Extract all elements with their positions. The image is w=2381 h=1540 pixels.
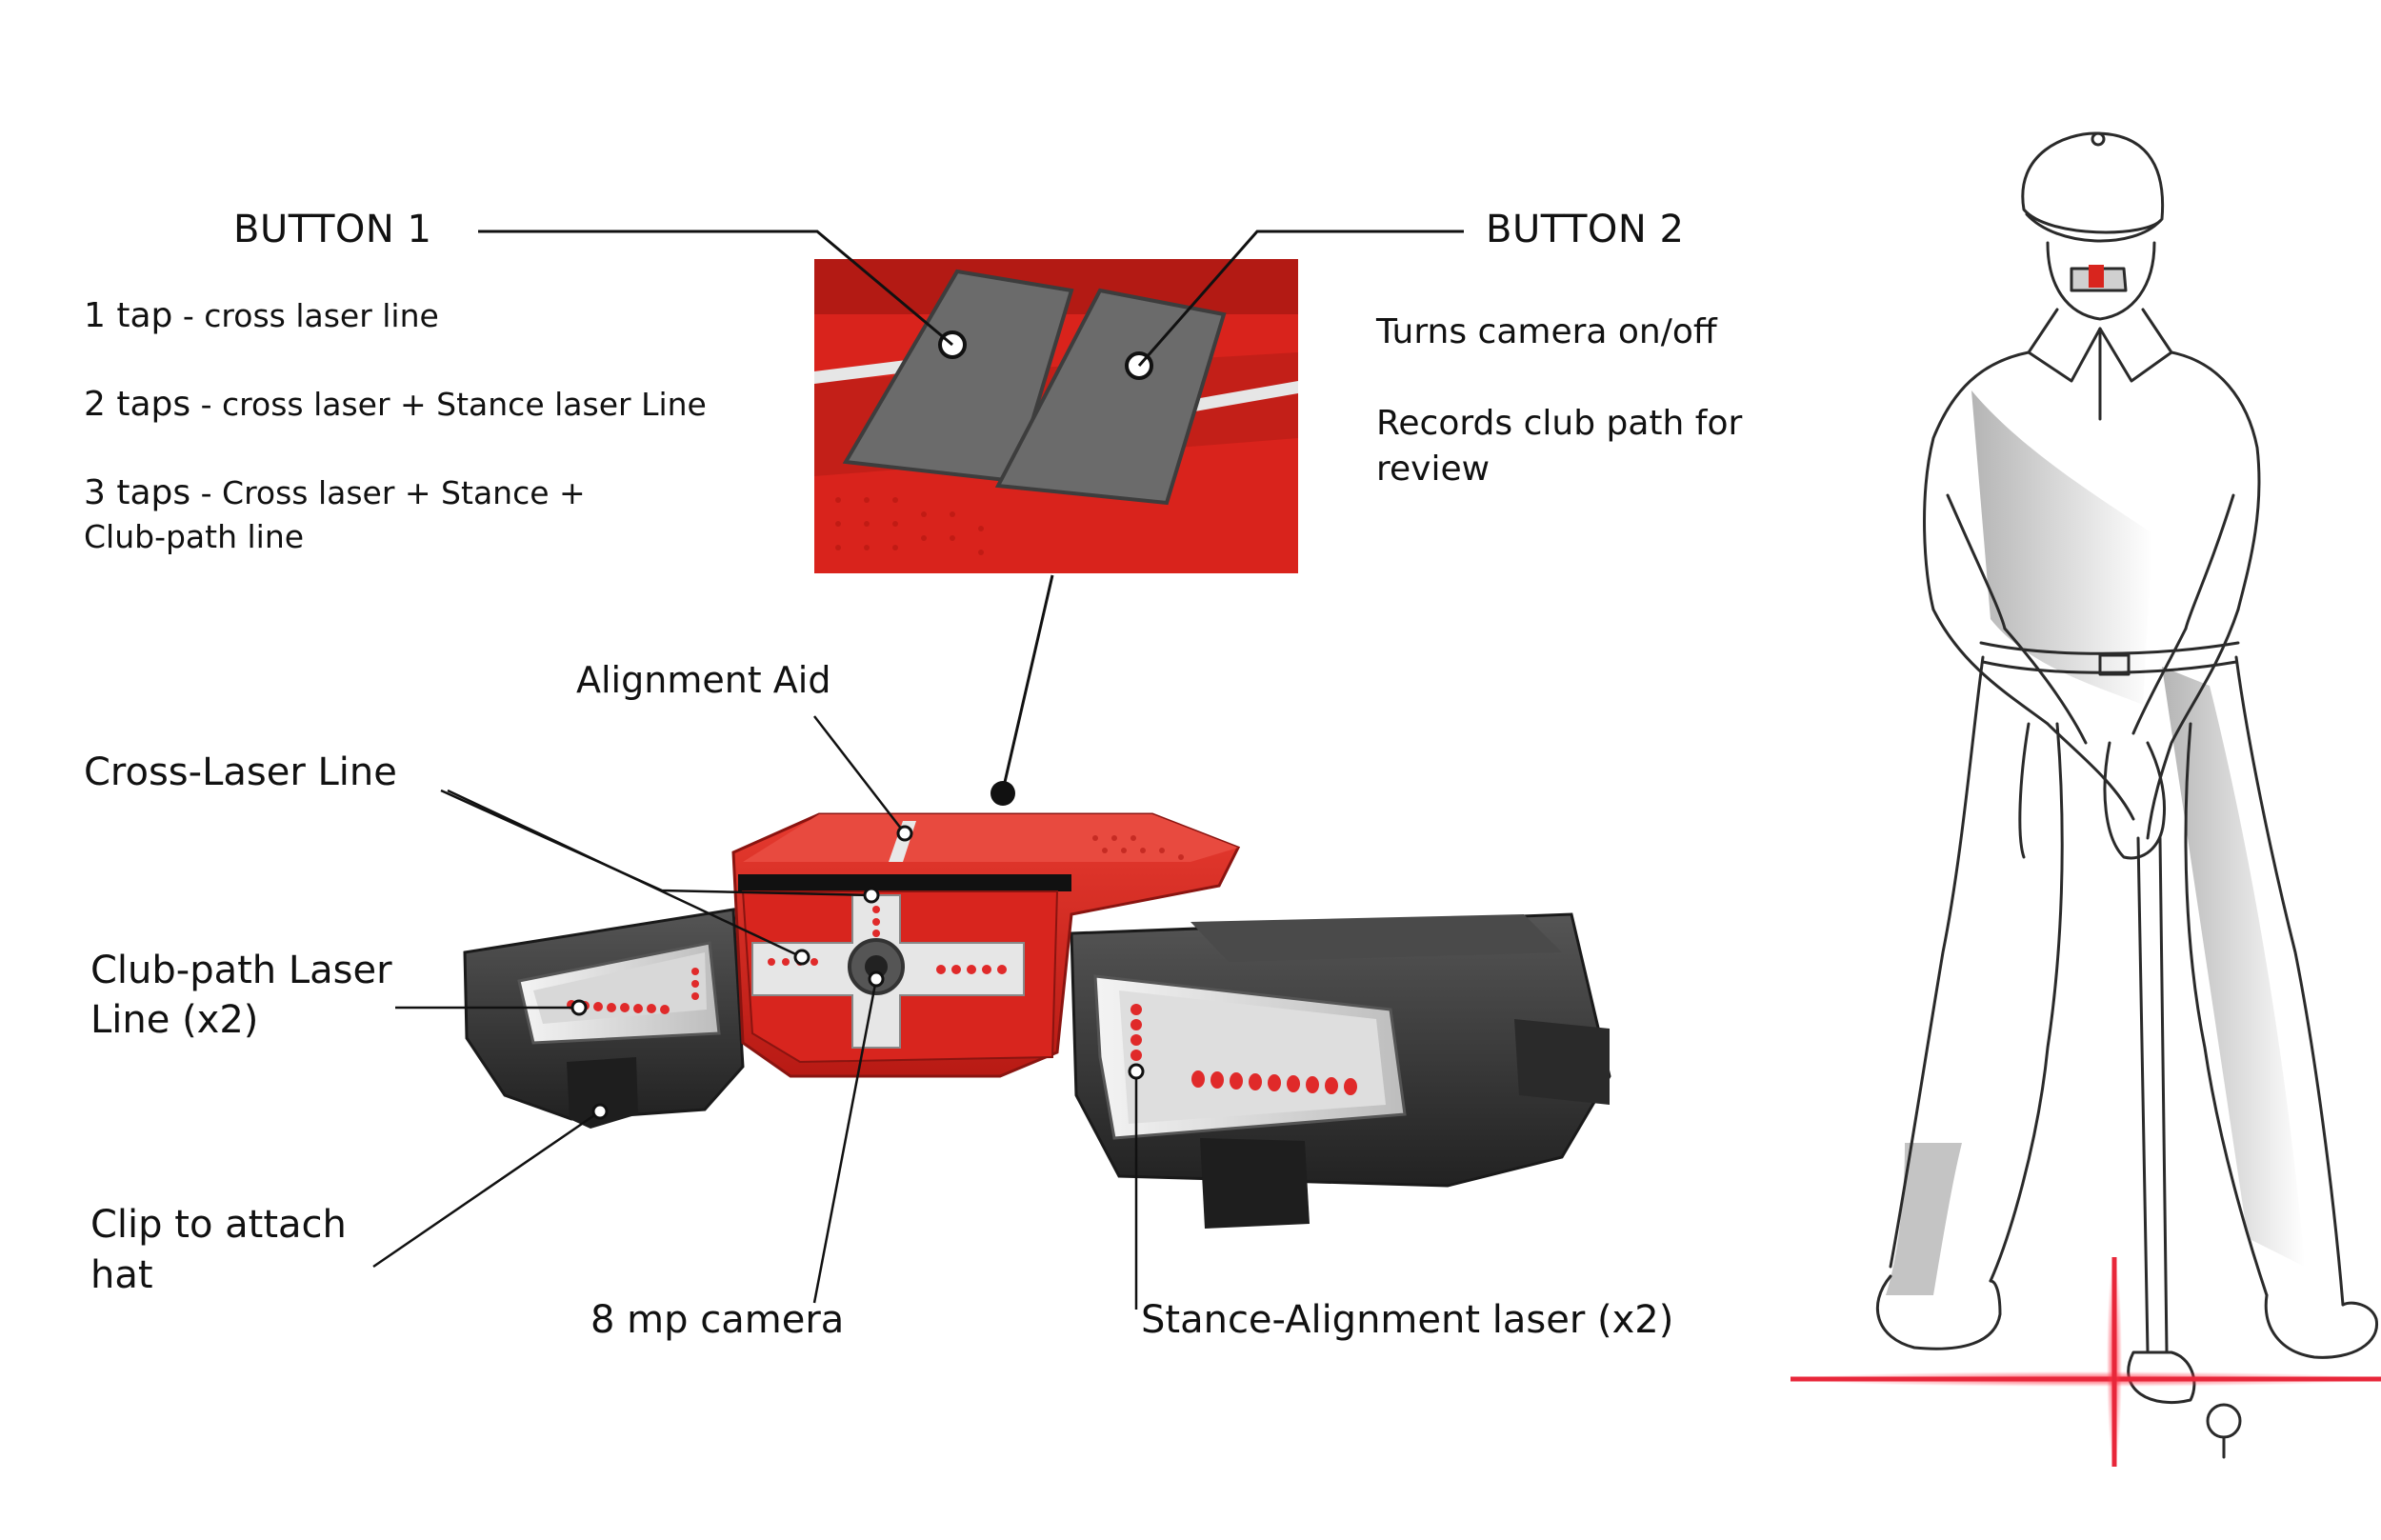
camera-label: 8 mp camera <box>590 1298 845 1342</box>
device-callout-dots <box>570 825 1145 1120</box>
clip-label-line-2: hat <box>90 1253 153 1297</box>
button1-description: 1 tap - cross laser line 2 taps - cross … <box>84 293 707 558</box>
button1-title: BUTTON 1 <box>233 208 432 251</box>
button2-line-2a: Records club path for <box>1376 404 1743 443</box>
button2-line-1: Turns camera on/off <box>1376 312 1717 351</box>
clip-label-line-1: Clip to attach <box>90 1203 347 1247</box>
button1-line-2: 2 taps - cross laser + Stance laser Line <box>84 385 707 424</box>
closeup-anchor-dot <box>990 781 1015 806</box>
button1-line-1: 1 tap - cross laser line <box>84 296 439 335</box>
stance-alignment-label: Stance-Alignment laser (x2) <box>1141 1298 1674 1342</box>
ground-laser-lines <box>1791 1257 2381 1467</box>
button-closeup-image <box>814 259 1298 573</box>
button1-line-3: 3 taps - Cross laser + Stance + <box>84 473 586 512</box>
button1-line-4: Club-path line <box>84 518 305 555</box>
button-leader-lines <box>478 230 1464 791</box>
cross-laser-label: Cross-Laser Line <box>84 750 397 794</box>
alignment-aid-label: Alignment Aid <box>576 659 831 701</box>
button2-line-2b: review <box>1376 450 1491 489</box>
golfer-sketch-image <box>1875 131 2379 1459</box>
device-leader-lines <box>372 715 1138 1310</box>
club-path-label-line-1: Club-path Laser <box>90 949 392 992</box>
club-path-label-line-2: Line (x2) <box>90 998 259 1042</box>
device-image <box>463 812 1611 1229</box>
button2-title: BUTTON 2 <box>1486 208 1685 251</box>
